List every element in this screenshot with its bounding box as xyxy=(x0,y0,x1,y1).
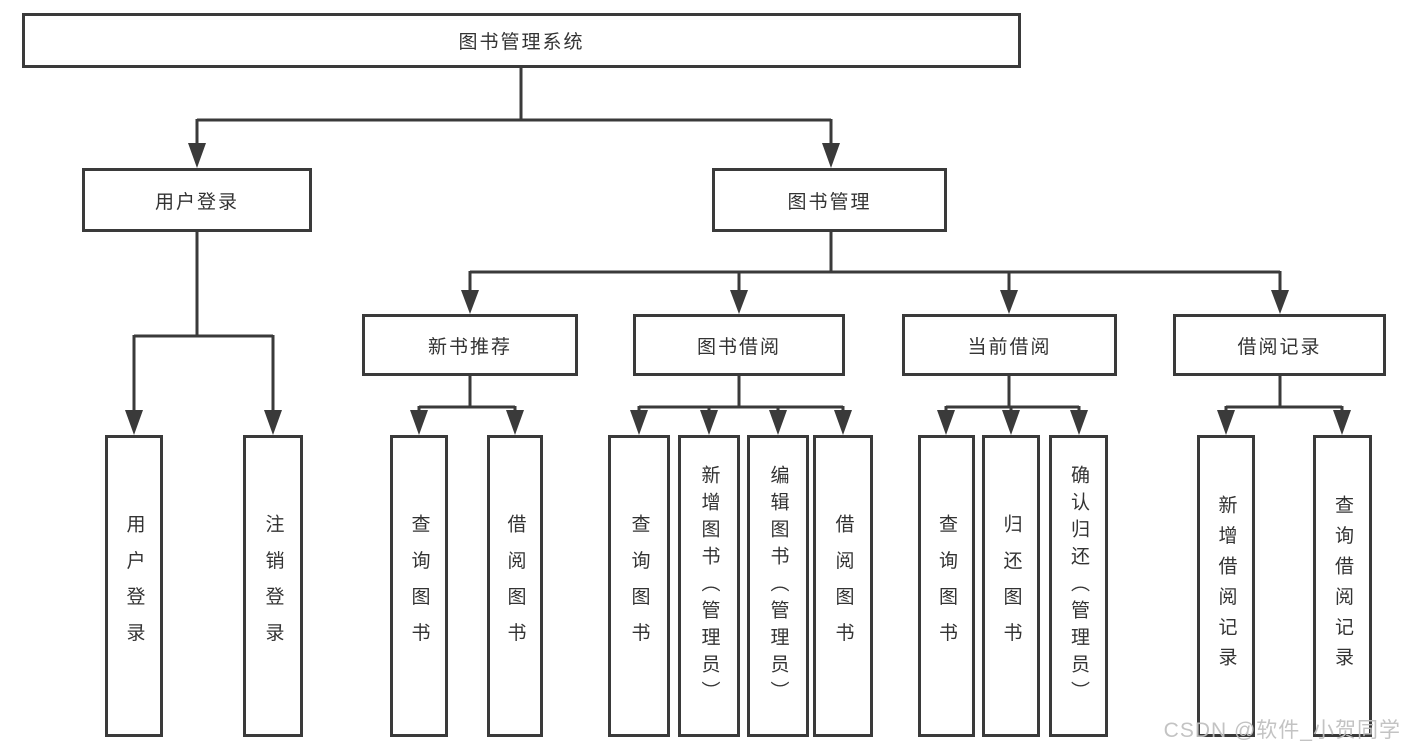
leaf-current-confirm-return-label: 确认归还（管理员） xyxy=(1068,464,1089,708)
csdn-watermark: CSDN @软件_小贺同学 xyxy=(1163,719,1401,742)
node-user-login: 用户登录 xyxy=(82,168,312,232)
leaf-current-return-label: 归还图书 xyxy=(1000,513,1022,659)
leaf-borrow-add-book-label: 新增图书（管理员） xyxy=(698,464,720,708)
leaf-current-query-label: 查询图书 xyxy=(936,513,957,659)
leaf-newbook-borrow-label: 借阅图书 xyxy=(504,513,526,659)
leaf-current-return: 归还图书 xyxy=(982,435,1040,737)
node-book-borrow: 图书借阅 xyxy=(633,314,845,376)
connector-borrow-records xyxy=(1217,376,1351,435)
connector-root xyxy=(188,68,840,168)
leaf-borrow-book: 借阅图书 xyxy=(813,435,873,737)
node-user-login-label: 用户登录 xyxy=(154,191,239,213)
leaf-newbook-query-label: 查询图书 xyxy=(408,513,430,659)
connector-book-management xyxy=(461,232,1289,314)
node-new-book-recommend: 新书推荐 xyxy=(362,314,578,376)
leaf-borrow-add-book: 新增图书（管理员） xyxy=(678,435,740,737)
leaf-user-login: 用户登录 xyxy=(105,435,163,737)
leaf-records-query: 查询借阅记录 xyxy=(1313,435,1372,737)
leaf-user-login-label: 用户登录 xyxy=(123,513,145,659)
node-root-label: 图书管理系统 xyxy=(458,32,585,53)
leaf-current-confirm-return: 确认归还（管理员） xyxy=(1049,435,1108,737)
leaf-borrow-query-label: 查询图书 xyxy=(628,513,650,659)
node-new-book-recommend-label: 新书推荐 xyxy=(427,336,512,358)
leaf-borrow-query: 查询图书 xyxy=(608,435,670,737)
leaf-newbook-query: 查询图书 xyxy=(390,435,448,737)
leaf-logout: 注销登录 xyxy=(243,435,303,737)
node-current-borrow: 当前借阅 xyxy=(902,314,1117,376)
connector-current-borrow xyxy=(937,376,1088,435)
node-borrow-records: 借阅记录 xyxy=(1173,314,1386,376)
node-borrow-records-label: 借阅记录 xyxy=(1237,336,1322,358)
leaf-records-query-label: 查询借阅记录 xyxy=(1332,494,1353,678)
node-current-borrow-label: 当前借阅 xyxy=(967,336,1052,358)
leaf-newbook-borrow: 借阅图书 xyxy=(487,435,543,737)
connector-user-login xyxy=(125,232,282,435)
node-book-management: 图书管理 xyxy=(712,168,947,232)
connector-new-book xyxy=(410,376,524,435)
leaf-current-query: 查询图书 xyxy=(918,435,975,737)
connector-book-borrow xyxy=(630,376,852,435)
leaf-borrow-edit-book: 编辑图书（管理员） xyxy=(747,435,809,737)
leaf-records-add-label: 新增借阅记录 xyxy=(1215,494,1237,678)
leaf-borrow-book-label: 借阅图书 xyxy=(832,513,854,659)
node-root: 图书管理系统 xyxy=(22,13,1021,68)
leaf-logout-label: 注销登录 xyxy=(262,513,284,659)
node-book-management-label: 图书管理 xyxy=(787,191,872,213)
leaf-records-add: 新增借阅记录 xyxy=(1197,435,1255,737)
node-book-borrow-label: 图书借阅 xyxy=(696,336,781,358)
leaf-borrow-edit-book-label: 编辑图书（管理员） xyxy=(767,464,789,708)
